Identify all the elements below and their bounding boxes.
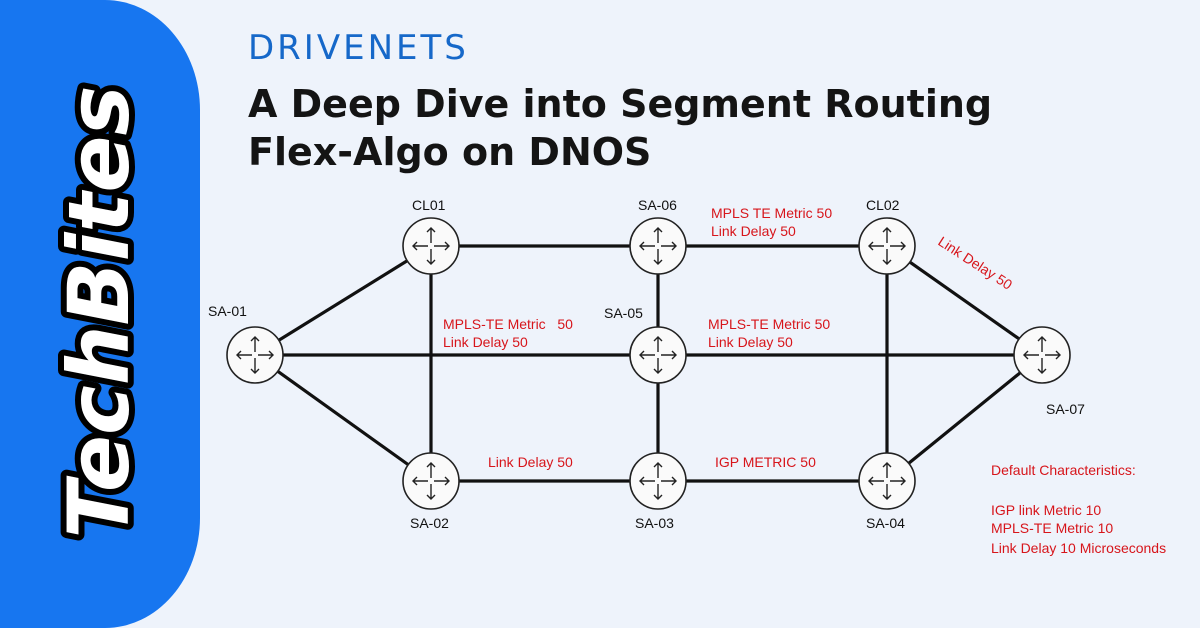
defaults-legend: Default Characteristics: IGP link Metric… [991,462,1166,556]
router-icon [226,326,284,384]
annotation-sa03-sa04-igp: IGP METRIC 50 [715,454,816,470]
router-icon [1013,326,1071,384]
node-label-sa05: SA-05 [604,305,643,321]
router-icon [858,217,916,275]
annotation-sa02-sa03-delay: Link Delay 50 [488,454,573,470]
router-icon [402,217,460,275]
title-line-2: Flex-Algo on DNOS [248,130,652,174]
router-icon [629,326,687,384]
sidebar-title: TechBites [50,86,148,539]
annotation-sa05-sa07-delay: Link Delay 50 [708,334,793,350]
annotation-cl02-sa07-delay: Link Delay 50 [935,233,1015,293]
router-icon [629,217,687,275]
node-label-sa06: SA-06 [638,197,677,213]
annotation-cl01-sa05-delay: Link Delay 50 [443,334,528,350]
link-sa01-sa02 [254,353,432,483]
node-labels: CL01 SA-06 CL02 SA-01 SA-05 SA-07 SA-02 … [208,197,1085,531]
routers [226,217,1071,510]
defaults-igp: IGP link Metric 10 [991,502,1101,518]
defaults-heading: Default Characteristics: [991,462,1136,478]
node-label-sa03: SA-03 [635,515,674,531]
annotation-sa06-cl02-metric: MPLS TE Metric 50 [711,205,832,221]
node-label-cl02: CL02 [866,197,900,213]
node-label-sa04: SA-04 [866,515,905,531]
link-cl02-sa07 [886,244,1043,357]
brand-logo: DRIVENETS [248,28,469,68]
title-line-1: A Deep Dive into Segment Routing [248,82,993,126]
annotation-sa05-sa07-metric: MPLS-TE Metric 50 [708,316,830,332]
annotation-sa06-cl02-delay: Link Delay 50 [711,223,796,239]
node-label-sa01: SA-01 [208,303,247,319]
link-sa01-cl01 [254,244,432,357]
sidebar-wordmark: TechBites [44,80,154,545]
node-label-cl01: CL01 [412,197,446,213]
router-icon [402,452,460,510]
router-icon [858,452,916,510]
router-icon [629,452,687,510]
link-sa04-sa07 [885,353,1044,483]
node-label-sa02: SA-02 [410,515,449,531]
sidebar-banner: TechBites [0,0,200,628]
page-title: A Deep Dive into Segment Routing Flex-Al… [248,80,992,176]
node-label-sa07: SA-07 [1046,401,1085,417]
annotation-cl01-sa05-metric: MPLS-TE Metric 50 [443,316,573,332]
defaults-mpls: MPLS-TE Metric 10 [991,520,1113,536]
defaults-delay: Link Delay 10 Microseconds [991,540,1166,556]
